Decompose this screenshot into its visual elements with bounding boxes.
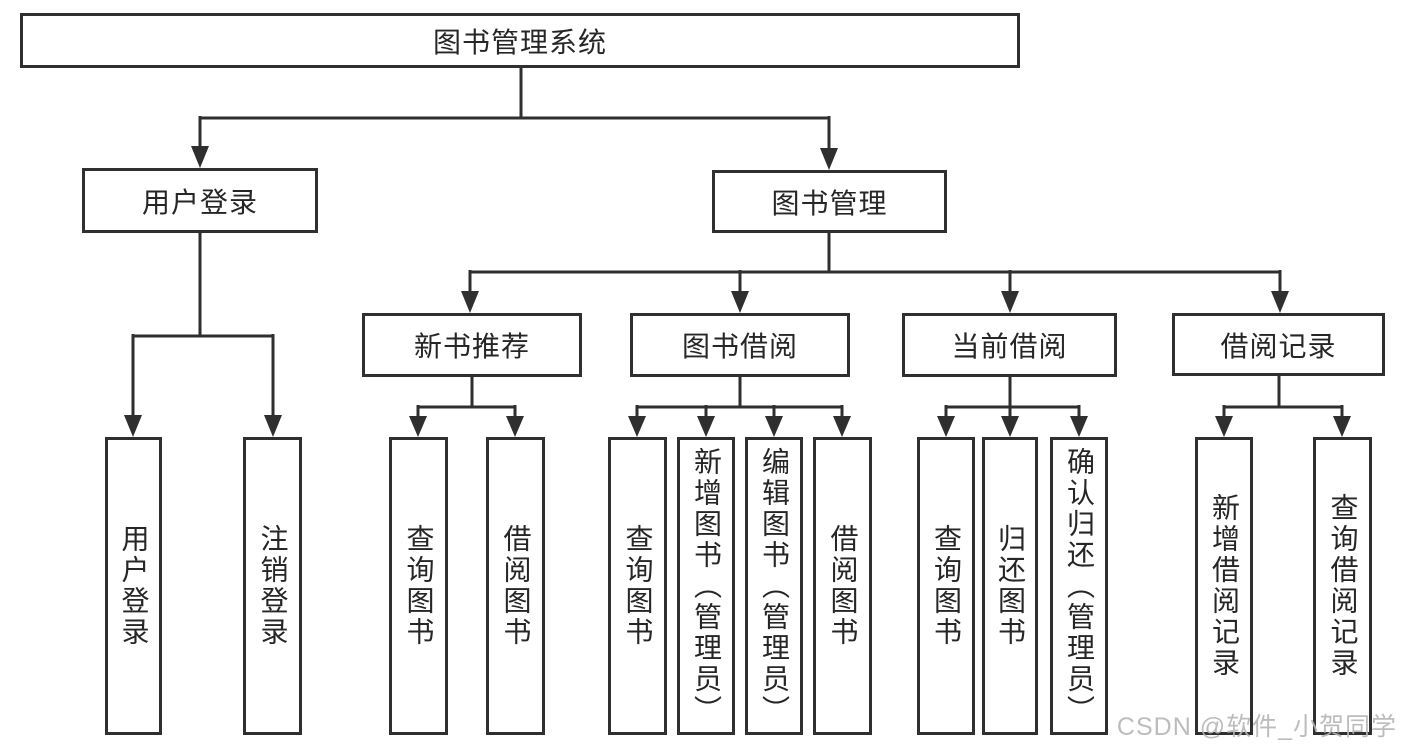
arrowhead [1070, 416, 1088, 437]
node-label: 归还图书 [995, 524, 1026, 648]
node-root-library-system: 图书管理系统 [20, 13, 1020, 68]
arrowhead [461, 291, 479, 313]
arrowheads [124, 146, 1351, 437]
node-current-borrow: 当前借阅 [902, 313, 1117, 377]
node-book-borrow: 图书借阅 [630, 313, 850, 377]
node-user-login: 用户登录 [82, 168, 318, 233]
node-label: 图书管理系统 [432, 26, 607, 58]
node-label: 查询图书 [403, 524, 435, 648]
arrowhead [124, 415, 142, 437]
arrowhead [1271, 291, 1289, 313]
arrowhead [937, 416, 955, 437]
arrowhead [1001, 416, 1019, 437]
node-label: 编辑图书（管理员） [759, 446, 790, 726]
leaf-query-books-current: 查询图书 [917, 437, 975, 735]
arrowhead [833, 416, 851, 437]
node-label: 借阅图书 [827, 524, 859, 648]
leaf-borrow-books-recommend: 借阅图书 [486, 437, 545, 735]
node-label: 查询借阅记录 [1327, 493, 1359, 679]
connector-lines [131, 68, 1344, 417]
node-label: 当前借阅 [951, 331, 1068, 362]
leaf-query-books-recommend: 查询图书 [389, 437, 448, 735]
node-label: 用户登录 [141, 186, 258, 218]
node-book-management: 图书管理 [712, 170, 947, 233]
leaf-query-books: 查询图书 [608, 437, 667, 735]
arrowhead [1333, 416, 1351, 437]
leaf-return-books: 归还图书 [982, 437, 1038, 735]
arrowhead [765, 416, 783, 437]
leaf-query-borrow-record: 查询借阅记录 [1313, 437, 1372, 735]
node-label: 图书管理 [771, 187, 888, 219]
leaf-user-login: 用户登录 [105, 437, 162, 735]
arrowhead [731, 291, 749, 313]
arrowhead [409, 416, 427, 437]
arrowhead [191, 146, 209, 168]
node-borrow-records: 借阅记录 [1172, 313, 1385, 376]
arrowhead [697, 416, 715, 437]
node-label: 借阅图书 [500, 524, 532, 648]
arrowhead [1001, 291, 1019, 313]
node-label: 确认归还（管理员） [1064, 446, 1095, 726]
leaf-borrow-books: 借阅图书 [813, 437, 872, 735]
node-label: 图书借阅 [681, 331, 798, 362]
arrowhead [628, 416, 646, 437]
csdn-watermark: CSDN @软件_小贺同学 [1116, 713, 1397, 741]
leaf-edit-books-admin: 编辑图书（管理员） [745, 437, 803, 735]
arrowhead [264, 415, 282, 437]
node-label: 查询图书 [931, 524, 962, 648]
node-label: 注销登录 [257, 524, 289, 648]
leaf-confirm-return-admin: 确认归还（管理员） [1050, 437, 1108, 735]
node-label: 用户登录 [118, 524, 150, 648]
leaf-logout: 注销登录 [243, 437, 302, 735]
node-new-book-recommend: 新书推荐 [362, 313, 582, 377]
node-label: 借阅记录 [1220, 330, 1337, 362]
node-label: 新书推荐 [413, 331, 530, 362]
arrowhead [506, 416, 524, 437]
arrowhead [1215, 416, 1233, 437]
node-label: 新增图书（管理员） [691, 446, 722, 726]
leaf-add-borrow-record: 新增借阅记录 [1195, 437, 1253, 735]
node-label: 查询图书 [622, 524, 654, 648]
node-label: 新增借阅记录 [1209, 493, 1240, 679]
arrowhead [820, 148, 838, 170]
leaf-add-books-admin: 新增图书（管理员） [677, 437, 735, 735]
